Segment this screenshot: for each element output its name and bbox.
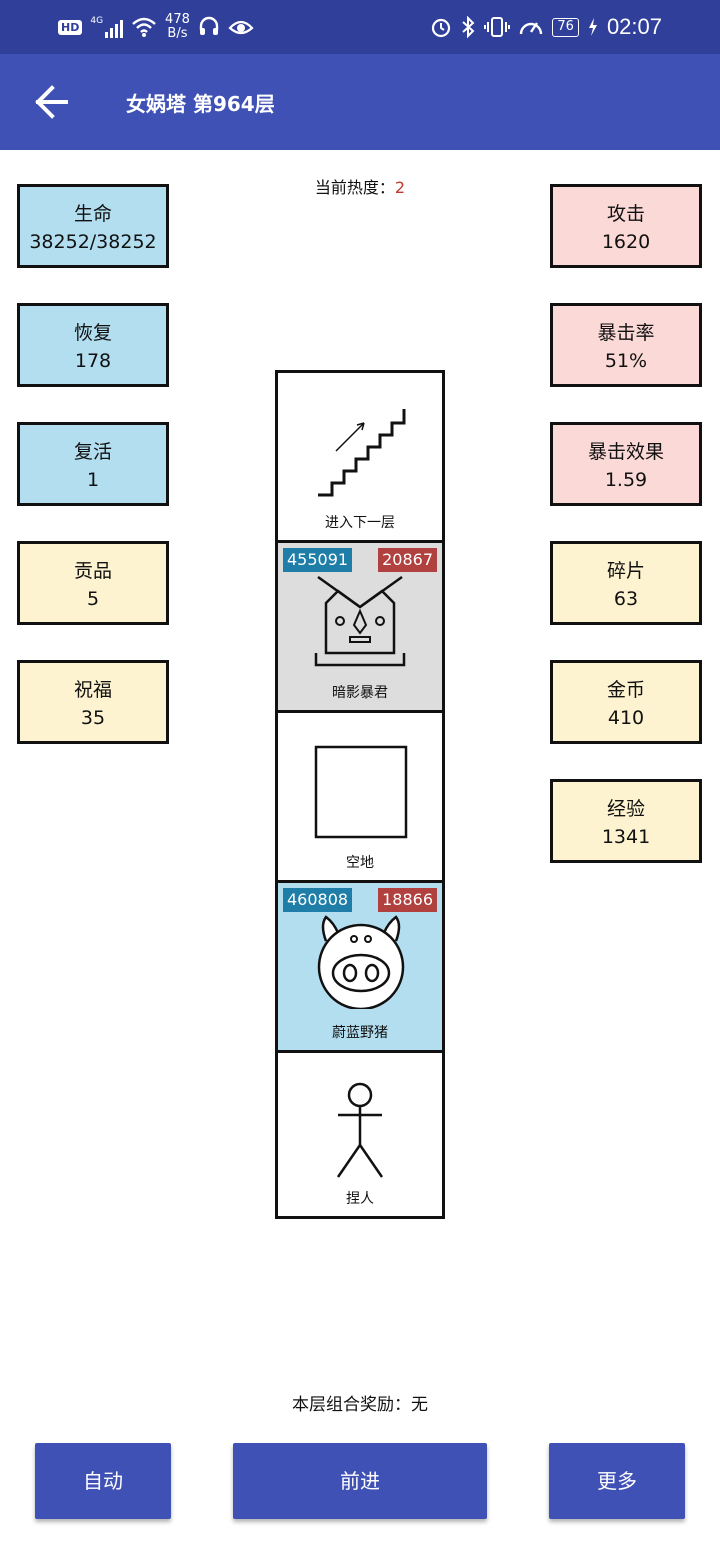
divider [278, 1050, 442, 1053]
forward-button[interactable]: 前进 [233, 1443, 487, 1519]
tower-cell-pig[interactable]: 460808 18866 蔚蓝野猪 [278, 883, 442, 1050]
cell-label: 蔚蓝野猪 [332, 1025, 388, 1041]
battery-indicator: 76 [552, 17, 579, 37]
empty-square-icon [314, 745, 408, 839]
heat-indicator: 当前热度：2 [0, 174, 720, 198]
stat-value: 1341 [601, 826, 651, 848]
stat-label: 暴击率 [597, 322, 655, 344]
wifi-icon [132, 17, 156, 37]
back-arrow-icon[interactable] [34, 84, 70, 120]
stat-value: 1 [86, 469, 100, 491]
stat-crit-rate: 暴击率 51% [550, 303, 702, 387]
stat-gold: 金币 410 [550, 660, 702, 744]
stat-value: 1620 [601, 231, 651, 253]
tower-cell-tyrant[interactable]: 455091 20867 暗影暴君 [278, 543, 442, 710]
status-right: 76 02:07 [430, 8, 662, 46]
heat-label: 当前热度： [314, 178, 395, 197]
stairs-icon [318, 409, 406, 497]
stat-crit-effect: 暴击效果 1.59 [550, 422, 702, 506]
stat-value: 410 [607, 707, 645, 729]
stat-label: 生命 [73, 203, 112, 225]
tower-cell-stairs[interactable]: 进入下一层 [278, 373, 442, 540]
pig-monster-icon [317, 915, 405, 1009]
cell-label: 空地 [346, 855, 374, 871]
stat-label: 恢复 [73, 322, 112, 344]
network-label: 4G [90, 16, 104, 26]
heat-value: 2 [394, 178, 406, 197]
net-speed-value: 478 [165, 12, 190, 27]
eye-icon [228, 20, 254, 35]
tower-column: 进入下一层 455091 20867 暗影暴君 空地 460808 18866 [275, 370, 445, 1219]
stat-value: 51% [604, 350, 648, 372]
alarm-icon [432, 18, 451, 38]
app-bar: 女娲塔 第964层 [0, 54, 720, 150]
net-speed: 478 B/s [165, 13, 190, 41]
combo-reward: 本层组合奖励：无 [0, 1390, 720, 1415]
status-left: HD 4G 478 B/s [58, 8, 254, 46]
stat-regen: 恢复 178 [17, 303, 169, 387]
stat-value: 63 [613, 588, 639, 610]
stat-value: 38252/38252 [29, 231, 157, 253]
cell-label: 暗影暴君 [332, 685, 388, 701]
reward-value: 无 [411, 1395, 428, 1415]
stat-blessing: 祝福 35 [17, 660, 169, 744]
stat-label: 贡品 [73, 560, 112, 582]
divider [278, 880, 442, 883]
net-speed-unit: B/s [167, 26, 188, 41]
tower-cell-empty[interactable]: 空地 [278, 713, 442, 880]
divider [278, 540, 442, 543]
stat-label: 祝福 [73, 679, 112, 701]
auto-button[interactable]: 自动 [35, 1443, 171, 1519]
reward-label: 本层组合奖励： [292, 1395, 411, 1415]
status-bar: HD 4G 478 B/s [0, 0, 720, 54]
stat-tribute: 贡品 5 [17, 541, 169, 625]
stat-hp: 生命 38252/38252 [17, 184, 169, 268]
tower-cell-player[interactable]: 捏人 [278, 1053, 442, 1216]
headset-icon [199, 16, 219, 35]
page-title: 女娲塔 第964层 [126, 92, 275, 116]
signal-icon: 4G [90, 16, 124, 38]
stick-figure-icon [336, 1082, 384, 1178]
cell-label: 捏人 [346, 1191, 374, 1207]
stat-revive: 复活 1 [17, 422, 169, 506]
stat-value: 178 [74, 350, 112, 372]
monster-atk-badge: 18866 [378, 888, 437, 912]
divider [278, 710, 442, 713]
stat-label: 复活 [73, 441, 112, 463]
stat-label: 金币 [606, 679, 645, 701]
stat-label: 碎片 [606, 560, 645, 582]
stat-shards: 碎片 63 [550, 541, 702, 625]
stat-label: 攻击 [606, 203, 645, 225]
stat-value: 5 [86, 588, 100, 610]
speedometer-icon [520, 22, 543, 35]
hd-badge: HD [58, 19, 83, 35]
tyrant-monster-icon [314, 575, 406, 667]
charging-icon [588, 18, 597, 36]
bluetooth-icon [462, 16, 475, 38]
monster-hp-badge: 460808 [283, 888, 353, 912]
stat-value: 35 [80, 707, 106, 729]
vibrate-icon [484, 17, 511, 37]
monster-atk-badge: 20867 [378, 548, 437, 572]
more-button[interactable]: 更多 [549, 1443, 685, 1519]
stat-value: 1.59 [604, 469, 648, 491]
stat-attack: 攻击 1620 [550, 184, 702, 268]
cell-label: 进入下一层 [325, 515, 395, 531]
clock: 02:07 [606, 14, 662, 39]
stat-label: 暴击效果 [587, 441, 664, 463]
stat-exp: 经验 1341 [550, 779, 702, 863]
stat-label: 经验 [606, 798, 645, 820]
monster-hp-badge: 455091 [283, 548, 353, 572]
